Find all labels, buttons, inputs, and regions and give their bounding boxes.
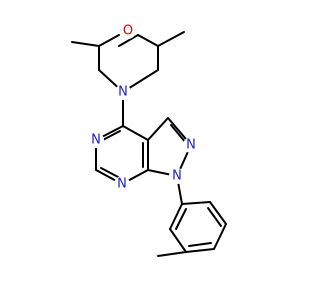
- bond-c3a-c4: [122, 125, 149, 141]
- bond-c3a-c3: [147, 117, 169, 141]
- bond-ar1-ar2: [181, 201, 211, 205]
- bond-ar2-ar3-double: [207, 207, 222, 227]
- bond-ar5-methyl: [157, 251, 187, 257]
- bond-ar4-ar5: [185, 248, 215, 253]
- atom-label-n1: N: [172, 169, 182, 184]
- molecule-diagram: O N N N N N: [71, 23, 227, 257]
- atom-nitrogen-pyrimidine-7: N: [114, 176, 130, 192]
- bond-o1-c2: [118, 34, 139, 47]
- atom-nitrogen-pyrimidine-5: N: [88, 132, 104, 148]
- atom-nitrogen-morpholine: N: [115, 84, 131, 100]
- bond-ar4-ar5-double: [188, 242, 212, 247]
- bond-ar2-ar3: [209, 201, 227, 225]
- bond-c3-methyl: [157, 31, 185, 47]
- atom-label-n7: N: [117, 177, 127, 192]
- atom-label-o1: O: [123, 24, 133, 39]
- bond-c2-c3: [137, 34, 159, 47]
- bond-c5-o1: [98, 34, 120, 47]
- atom-label-n2: N: [186, 138, 196, 153]
- bond-ar6-ar1: [169, 203, 183, 230]
- bond-c6-n7-double: [100, 167, 121, 179]
- atom-label-group: O N N N N N: [88, 23, 199, 192]
- bond-c3-n2-double: [170, 124, 187, 144]
- atom-label-n5: N: [91, 133, 101, 148]
- atom-oxygen-morpholine: O: [120, 23, 136, 39]
- bond-ar6-ar1-double: [175, 208, 187, 230]
- atom-nitrogen-pyrazole-2: N: [183, 137, 199, 153]
- molecule-structure-canvas: O N N N N N: [71, 23, 227, 257]
- atom-label-n4: N: [118, 85, 128, 100]
- bond-c5-methyl: [71, 41, 100, 47]
- bond-ar5-ar6: [169, 228, 187, 253]
- bond-ar3-ar4: [213, 223, 227, 250]
- atom-nitrogen-pyrazole-1: N: [169, 168, 185, 184]
